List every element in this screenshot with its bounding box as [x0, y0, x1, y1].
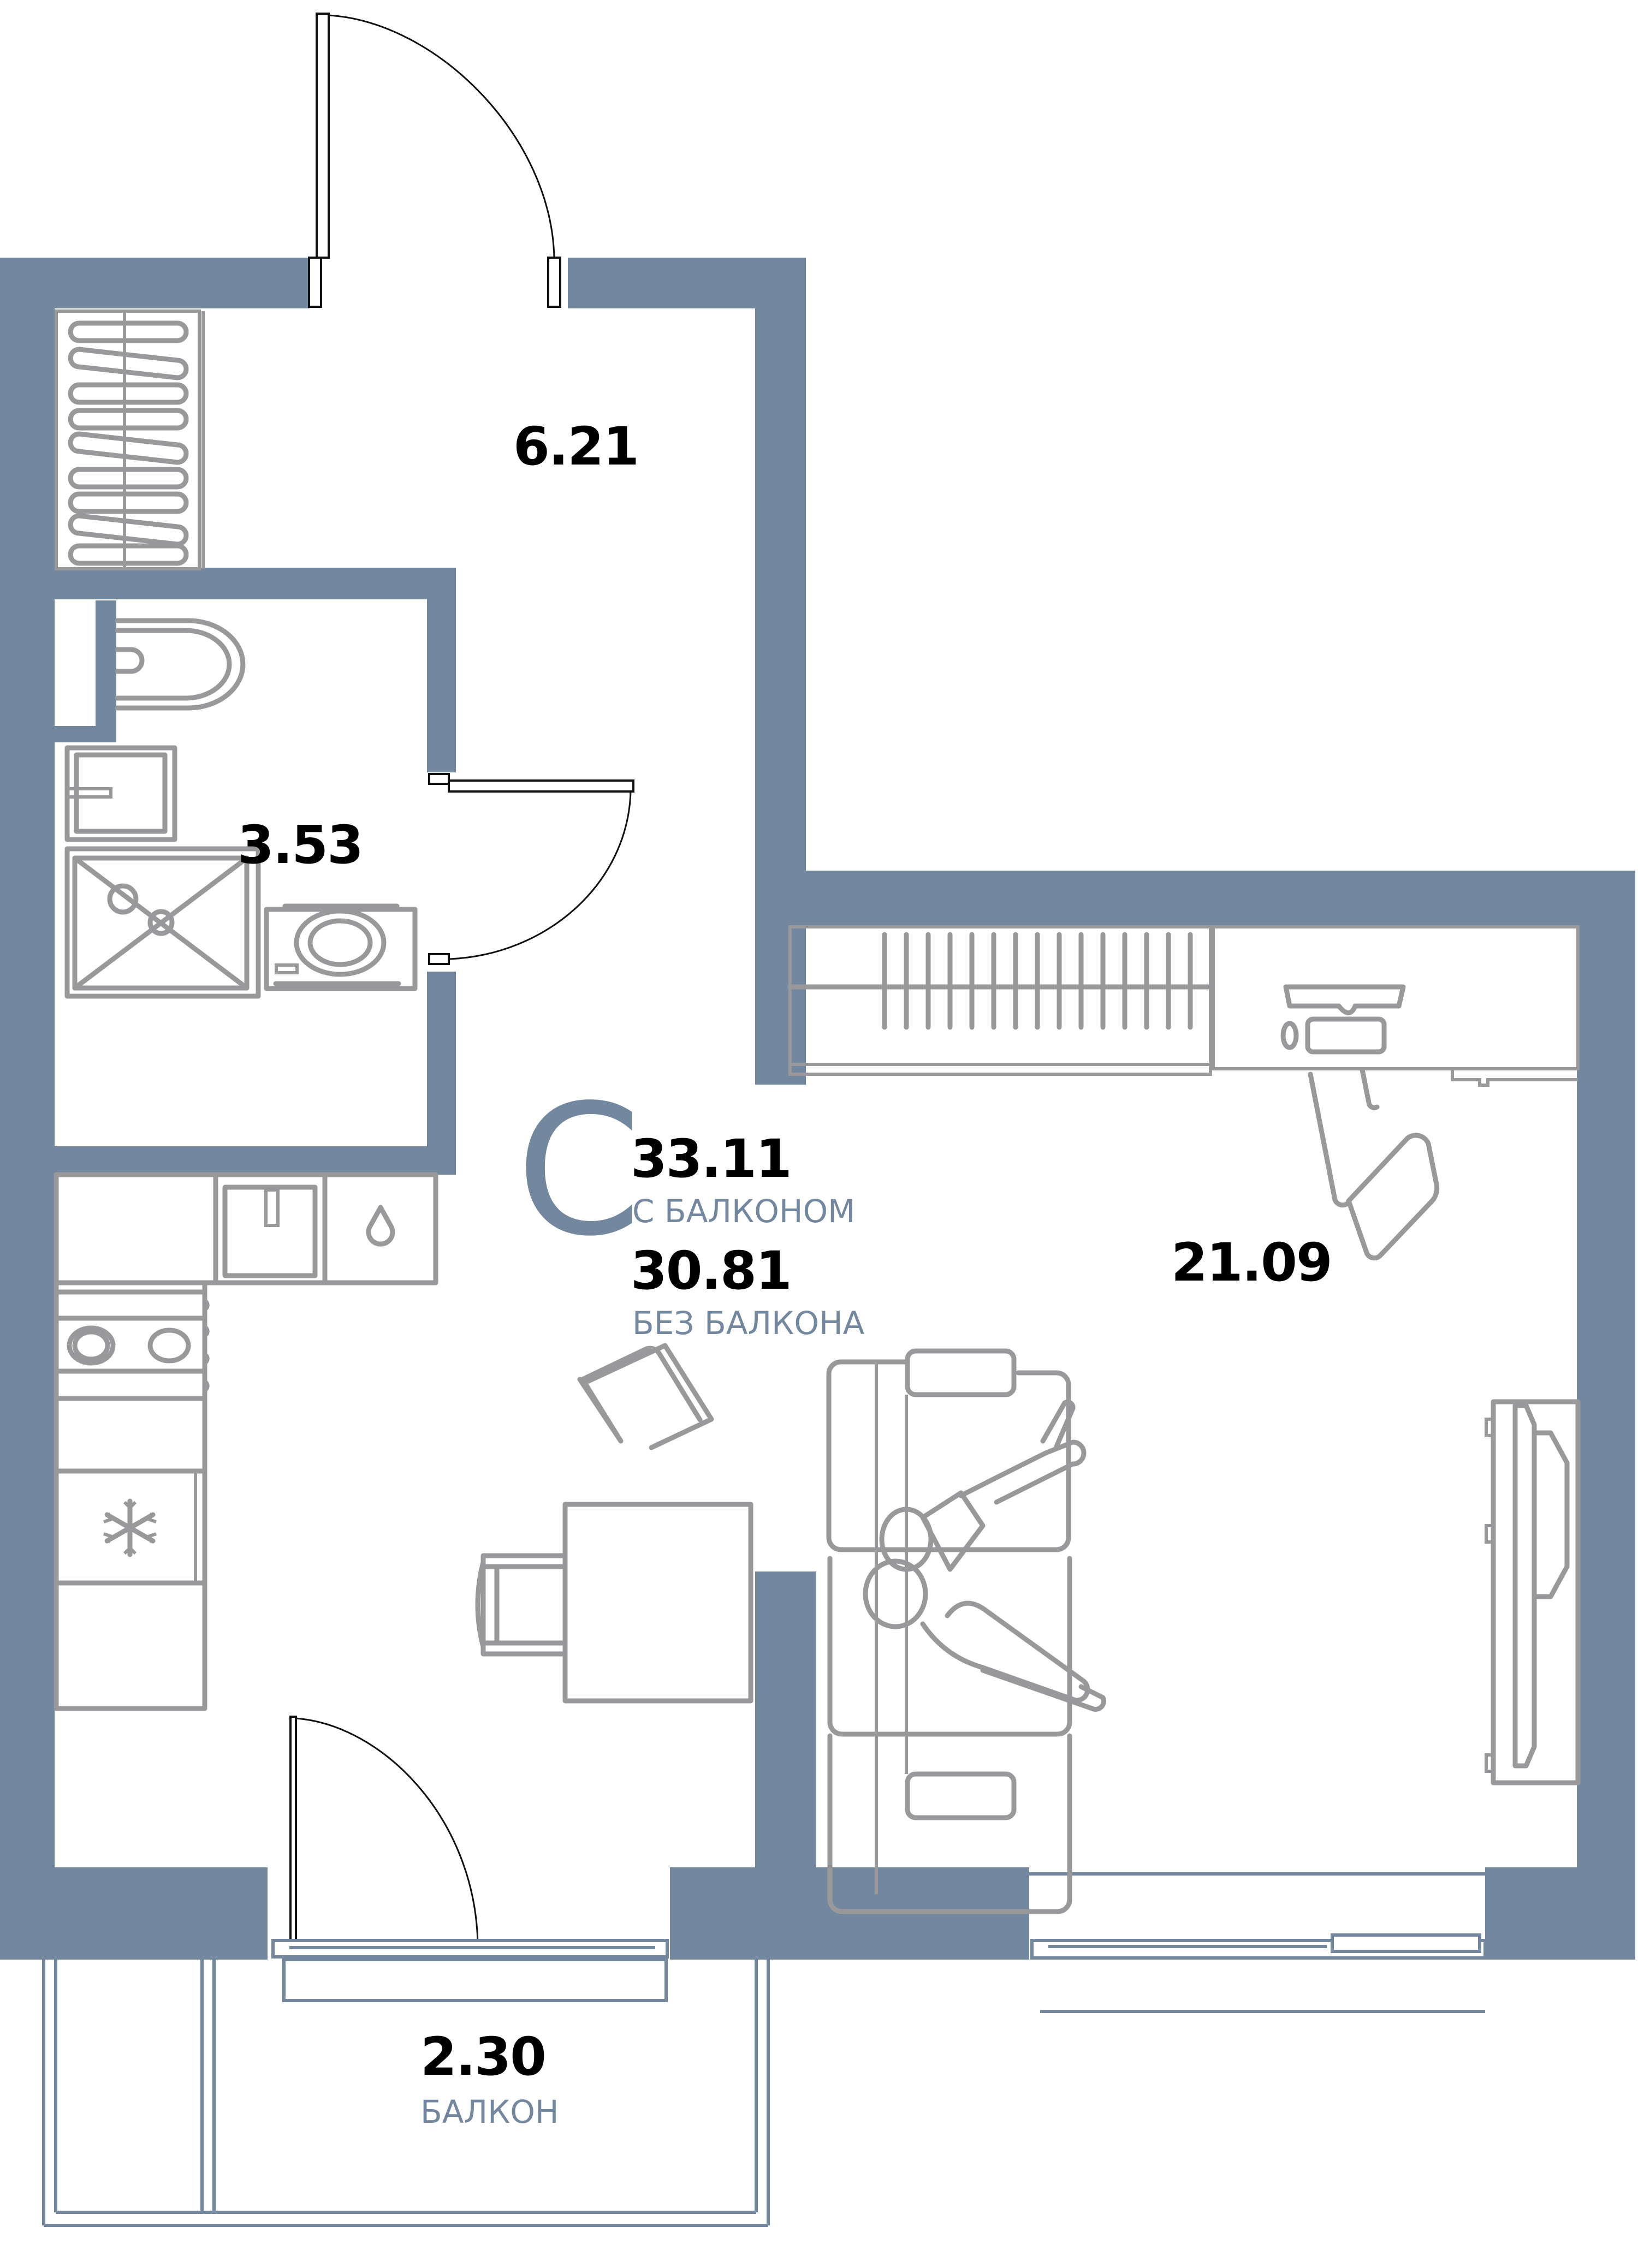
- bathroom-door[interactable]: [428, 773, 634, 965]
- wall-bottom-right: [1485, 1867, 1635, 1960]
- balcony-door[interactable]: [271, 1716, 669, 1959]
- chair-top: [577, 1343, 714, 1450]
- shower: [64, 846, 261, 999]
- sink-bathroom: [64, 745, 177, 842]
- toilet: [115, 618, 246, 711]
- living-window: [1029, 1872, 1487, 2013]
- snowflake-icon: [103, 1498, 157, 1557]
- wall-bottom-left: [0, 1867, 268, 1960]
- balcony-area-label: 2.30: [420, 2026, 547, 2087]
- office-chair: [1308, 1067, 1440, 1261]
- with-balcony-caption: С БАЛКОНОМ: [632, 1193, 856, 1230]
- desk: [1212, 925, 1580, 1087]
- balcony: [42, 1958, 770, 2227]
- wardrobe-living: [787, 925, 1213, 1076]
- water-drop-icon: [366, 1205, 395, 1247]
- wall-right: [1577, 871, 1635, 1960]
- walls: [0, 258, 1635, 1960]
- wall-left: [0, 258, 55, 1960]
- wall-wc-niche-bottom: [55, 726, 116, 742]
- entrance-door[interactable]: [308, 13, 561, 308]
- hangers: [882, 932, 1193, 1030]
- total-without-balcony: 30.81: [631, 1240, 792, 1301]
- sofa: [826, 1348, 1072, 1914]
- tv-stand: [1485, 1399, 1581, 1785]
- total-with-balcony: 33.11: [631, 1128, 792, 1189]
- people-on-sofa: [863, 1400, 1106, 1712]
- wall-bath-right-lower: [427, 972, 456, 1175]
- wardrobe-hallway: [55, 309, 205, 570]
- kitchen-counter: [54, 1172, 438, 1711]
- dining-table: [562, 1502, 753, 1704]
- chair-left: [475, 1553, 568, 1657]
- wall-bath-top: [55, 568, 456, 599]
- wall-living-top: [806, 871, 1635, 926]
- apartment-type-letter: С: [516, 1066, 642, 1276]
- wall-stub: [755, 1571, 816, 1877]
- hallway-area-label: 6.21: [513, 416, 639, 477]
- bathroom-area-label: 3.53: [238, 814, 364, 876]
- wall-bath-bottom: [55, 1146, 456, 1175]
- kitchen-sink: [222, 1184, 318, 1278]
- without-balcony-caption: БЕЗ БАЛКОНА: [632, 1305, 865, 1342]
- wall-wc-niche: [96, 600, 116, 737]
- wall-hall-right: [755, 258, 806, 1085]
- balcony-caption: БАЛКОН: [420, 2093, 559, 2130]
- fridge: [54, 1471, 207, 1586]
- stove: [54, 1289, 210, 1474]
- living-area-label: 21.09: [1171, 1232, 1333, 1293]
- washing-machine: [264, 903, 418, 991]
- wall-bath-right-upper: [427, 568, 456, 772]
